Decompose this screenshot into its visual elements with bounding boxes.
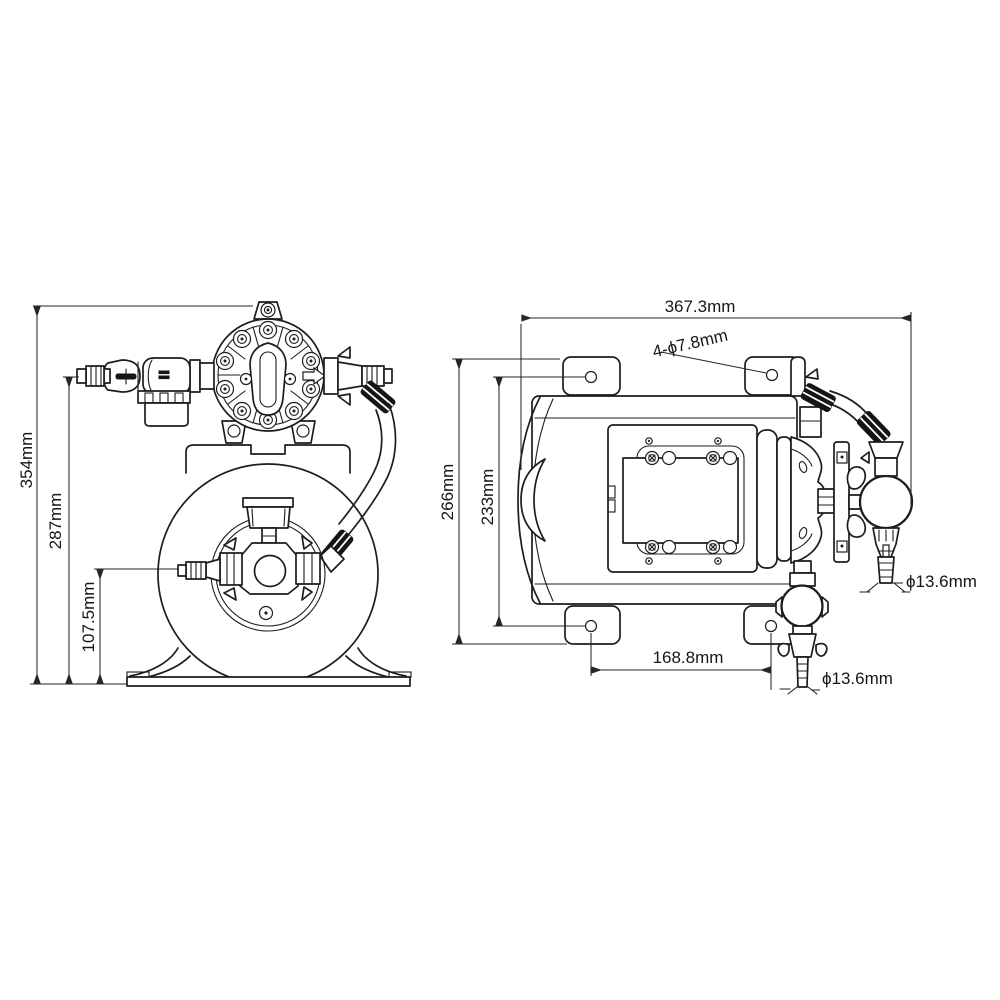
flow-direction-arrow-icon [302,366,327,386]
base-plate [126,676,411,687]
side-barb-feet [859,582,911,593]
hose-clamp-a [800,383,836,413]
outlet-barb [361,365,393,387]
inlet-strainer-assembly [76,357,215,427]
tee-barb-left [177,561,207,580]
side-outlet-assembly [858,441,914,593]
pressure-switch [780,584,824,628]
tank-port-fitting [177,497,326,632]
dim-label-port-height: 107.5mm [79,582,98,653]
bottom-wing-nut [788,633,817,658]
top-port-pipe [790,356,806,397]
dim-label-overall-width: 266mm [438,464,457,521]
tee-ball [253,554,287,588]
dim-label-overall-length: 367.3mm [665,297,736,316]
elbow-body [799,406,822,438]
outlet-hose-assembly [319,346,397,573]
gauge-cap [242,497,294,508]
top-elbow-hose [790,356,891,446]
hose-inner [338,409,383,525]
hose-outer [348,403,397,535]
pump-center-housing [249,342,287,416]
dim-label-side-barb: ϕ13.6mm [906,572,977,591]
gauge-cup [246,506,291,529]
tank-leg-right [357,647,407,677]
pump-band-2 [776,436,792,562]
tank-dome-outer [517,396,541,604]
pump-band-1 [756,429,778,569]
union-nut-right [295,552,321,585]
bottom-hose-barb [796,656,809,688]
motor-body [622,457,739,544]
pump-head-front [211,301,327,444]
inline-strainer [858,474,914,530]
dim-label-bottom-barb: ϕ13.6mm [822,669,893,688]
strainer-bowl-flange [137,390,191,404]
pump-saddle [185,444,351,474]
inlet-port-flange [189,359,201,393]
motor-bolts [644,437,738,565]
side-fitting-neck [868,441,904,459]
wing-nut-top [846,466,867,490]
pump-shaft [817,488,835,514]
tank-dome-cap [520,458,546,542]
dim-label-inlet-height: 287mm [46,493,65,550]
bracket-holes [584,368,779,633]
leader-mounting-holes [660,351,767,374]
top-hose-outer [829,390,869,416]
front-view-dimensions: 354mm 287mm 107.5mm [17,305,253,685]
pump-screws [215,302,321,438]
dim-label-mounting-holes: 4-ϕ7.8mm [651,326,730,362]
accumulator-tank [126,444,412,687]
strainer-bowl [144,402,189,427]
outlet-flange [323,357,339,395]
inlet-hose-barb [76,365,105,387]
bottom-outlet-assembly [775,560,829,695]
dim-label-hole-span-width: 233mm [478,469,497,526]
union-nut-left [219,552,243,586]
hose-clamp-b [856,410,891,446]
dim-label-overall-height: 354mm [17,432,36,489]
motor-top [607,424,758,573]
hose-elbow [319,545,345,573]
dim-label-hole-spacing: 168.8mm [653,648,724,667]
pump-head-top [756,429,867,569]
top-view-dimensions: 367.3mm 4-ϕ7.8mm 266mm 233mm 168.8mm ϕ13… [438,297,977,691]
tank-leg-left [129,647,179,677]
wing-nut-bottom [846,514,867,538]
bottom-barb-feet [779,686,818,695]
top-view: 367.3mm 4-ϕ7.8mm 266mm 233mm 168.8mm ϕ13… [438,297,977,695]
front-view: 354mm 287mm 107.5mm [17,301,412,687]
